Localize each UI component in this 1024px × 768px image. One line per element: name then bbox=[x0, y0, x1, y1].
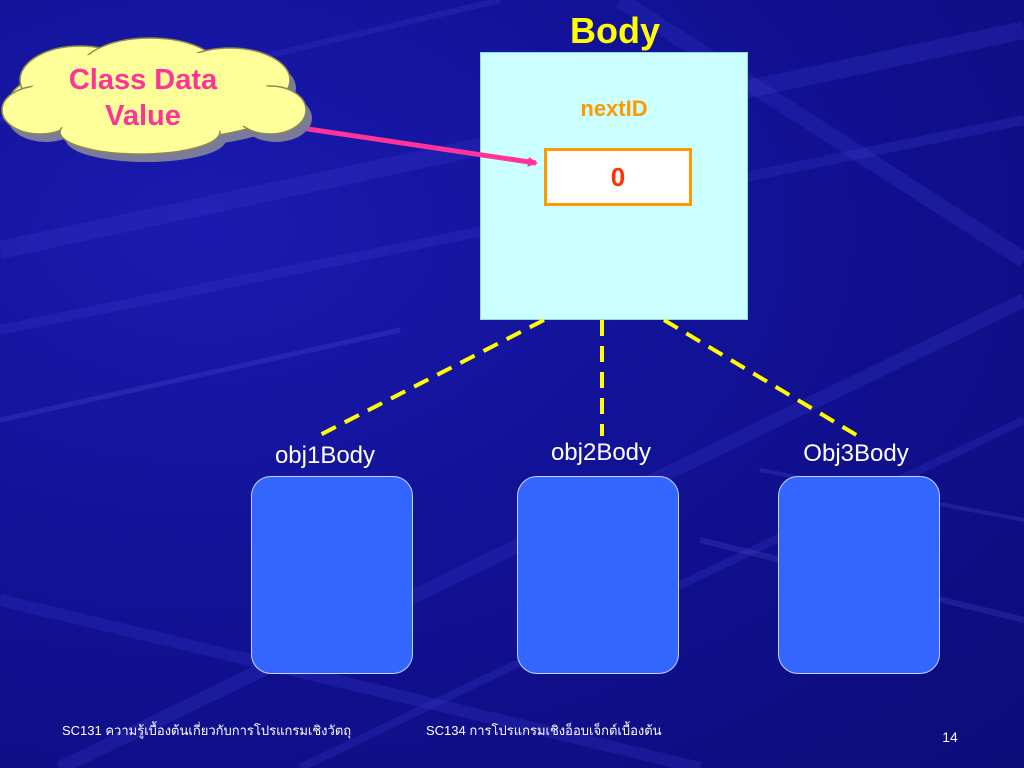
object-label-obj2: obj2Body bbox=[550, 439, 652, 466]
footer-course-2: SC134 การโปรแกรมเชิงอ็อบเจ็กต์เบื้องต้น bbox=[426, 723, 662, 738]
class-title: Body bbox=[570, 10, 660, 51]
page-number: 14 bbox=[942, 729, 958, 745]
object-box-obj3 bbox=[778, 476, 940, 674]
object-box-obj1 bbox=[251, 476, 413, 674]
field-value-box: 0 bbox=[544, 148, 692, 206]
object-box-obj2 bbox=[517, 476, 679, 674]
field-name-label: nextID bbox=[580, 96, 648, 121]
footer-course-1: SC131 ความรู้เบื้องต้นเกี่ยวกับการโปรแกร… bbox=[62, 723, 352, 738]
dashed-connector-obj1 bbox=[317, 318, 545, 438]
object-label-obj1: obj1Body bbox=[274, 442, 376, 469]
callout-line-2: Value bbox=[105, 100, 181, 132]
dashed-connector-obj3 bbox=[662, 318, 860, 438]
callout-arrow bbox=[287, 123, 538, 167]
callout-line-1: Class Data bbox=[68, 64, 218, 96]
callout-text: Class Data Value bbox=[30, 62, 256, 134]
callout-cloud bbox=[1, 37, 312, 162]
object-label-obj3: Obj3Body bbox=[803, 440, 909, 467]
